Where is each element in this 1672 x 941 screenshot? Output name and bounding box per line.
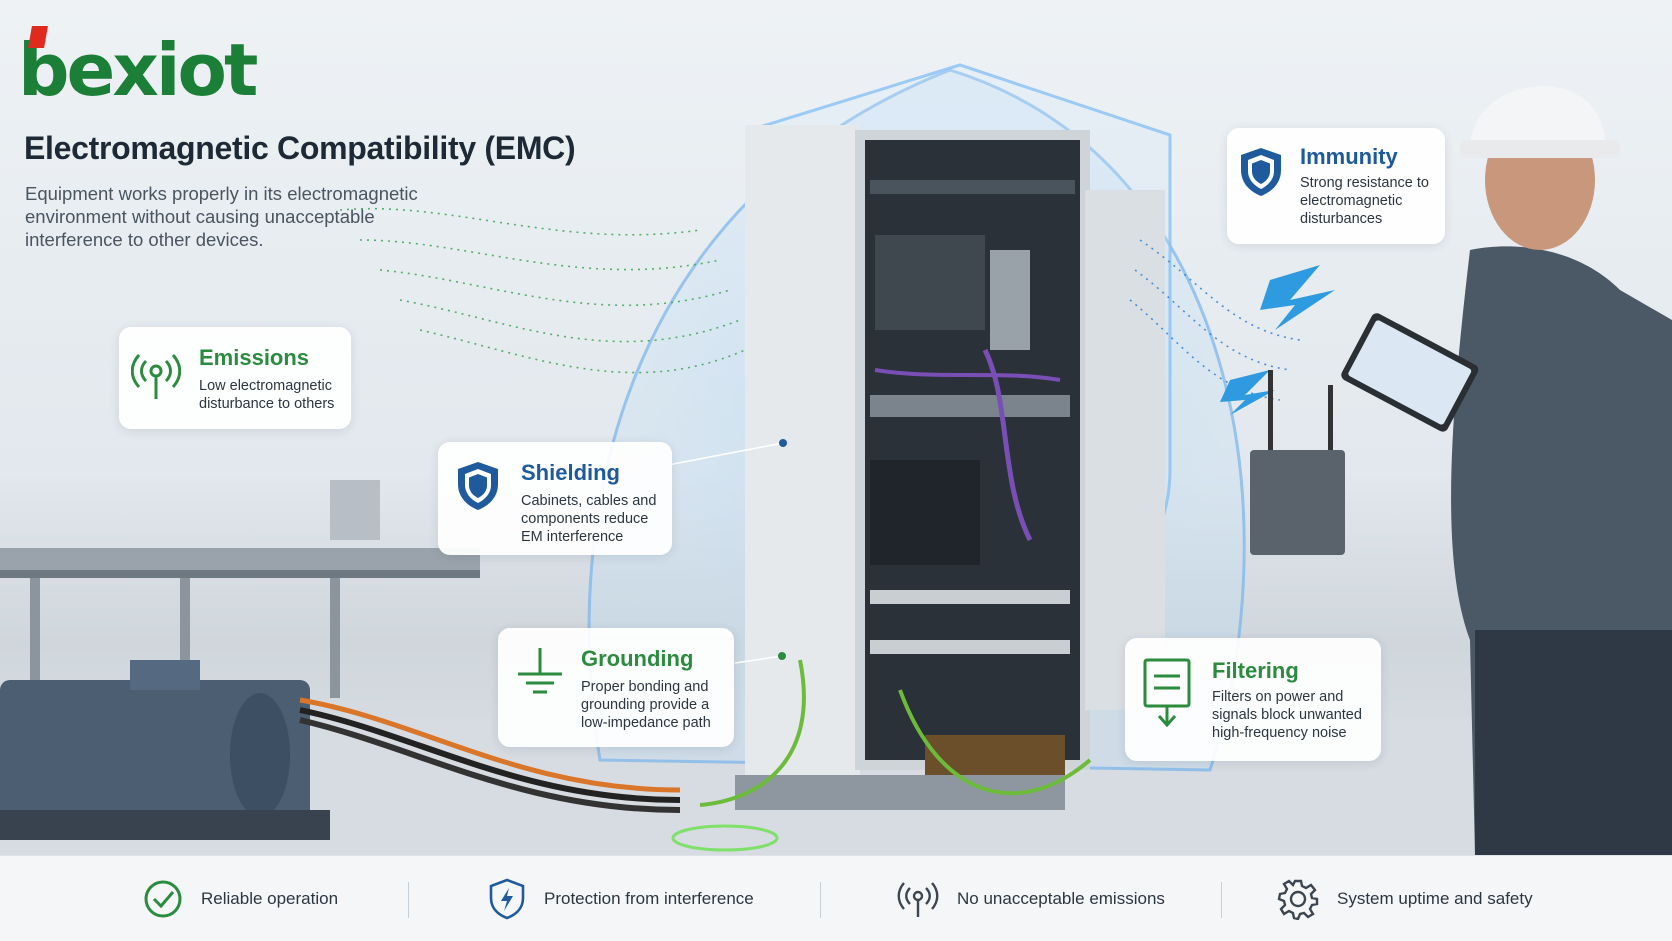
benefit-no-emissions: No unacceptable emissions xyxy=(897,856,1165,941)
grounding-title: Grounding xyxy=(581,646,694,671)
shielding-title: Shielding xyxy=(521,460,620,485)
check-circle-icon xyxy=(144,880,182,918)
filter-icon xyxy=(1143,658,1191,728)
shielding-desc-line: EM interference xyxy=(521,529,624,545)
filtering-desc-line: high-frequency noise xyxy=(1212,725,1347,741)
control-cabinet-illustration xyxy=(735,125,1165,810)
emissions-card: Emissions Low electromagnetic disturbanc… xyxy=(119,327,351,429)
shield-bolt-icon xyxy=(489,878,525,920)
antenna-signal-icon xyxy=(131,353,181,399)
immunity-desc-line: disturbances xyxy=(1300,211,1383,227)
conveyor-illustration xyxy=(0,480,480,698)
antenna-signal-icon xyxy=(897,882,939,917)
immunity-desc: Strong resistance to electromagnetic dis… xyxy=(1300,174,1429,228)
filtering-card: Filtering Filters on power and signals b… xyxy=(1125,638,1381,761)
benefit-label: Protection from interference xyxy=(544,889,754,908)
page-title: Electromagnetic Compatibility (EMC) xyxy=(24,130,576,166)
emissions-desc-line: disturbance to others xyxy=(199,396,335,412)
shielding-desc-line: components reduce xyxy=(521,511,649,527)
ground-symbol-icon xyxy=(518,648,562,694)
immunity-card: Immunity Strong resistance to electromag… xyxy=(1227,128,1445,244)
emissions-desc-line: Low electromagnetic xyxy=(199,378,332,394)
grounding-desc-line: low-impedance path xyxy=(581,715,711,731)
immunity-desc-line: electromagnetic xyxy=(1300,193,1403,209)
shielding-desc: Cabinets, cables and components reduce E… xyxy=(521,492,656,546)
benefit-reliable-operation: Reliable operation xyxy=(143,856,338,941)
shielding-desc-line: Cabinets, cables and xyxy=(521,493,657,509)
filtering-desc-line: signals block unwanted xyxy=(1212,707,1362,723)
filtering-desc-line: Filters on power and xyxy=(1212,689,1344,705)
grounding-desc: Proper bonding and grounding provide a l… xyxy=(581,678,711,732)
engineer-illustration xyxy=(1341,86,1672,855)
grounding-desc-line: Proper bonding and xyxy=(581,679,709,695)
immunity-desc-line: Strong resistance to xyxy=(1300,175,1429,191)
motor-illustration xyxy=(0,660,330,840)
divider xyxy=(1221,882,1222,918)
hero-scene: bexiot Electromagnetic Compatibility (EM… xyxy=(0,0,1672,855)
page-subtitle: Equipment works properly in its electrom… xyxy=(25,183,418,250)
divider xyxy=(408,882,409,918)
filtering-desc: Filters on power and signals block unwan… xyxy=(1212,688,1362,742)
emissions-desc: Low electromagnetic disturbance to other… xyxy=(199,377,334,413)
benefit-label: Reliable operation xyxy=(201,889,339,908)
shield-icon xyxy=(458,462,498,510)
shielding-card: Shielding Cabinets, cables and component… xyxy=(438,442,672,555)
benefit-uptime-safety: System uptime and safety xyxy=(1277,856,1533,941)
gear-icon xyxy=(1277,879,1319,920)
brand-logo: bexiot xyxy=(18,22,263,112)
benefits-bar: Reliable operation Protection from inter… xyxy=(0,855,1672,941)
logo-wordmark: bexiot xyxy=(18,28,258,112)
shield-icon xyxy=(1241,148,1281,196)
benefit-label: No unacceptable emissions xyxy=(957,889,1165,908)
grounding-desc-line: grounding provide a xyxy=(581,697,710,713)
emissions-title: Emissions xyxy=(199,345,310,370)
industrial-background xyxy=(0,63,1672,855)
benefit-label: System uptime and safety xyxy=(1337,889,1533,908)
divider xyxy=(820,882,821,918)
filtering-title: Filtering xyxy=(1212,658,1299,683)
benefit-protection: Protection from interference xyxy=(488,856,754,941)
immunity-title: Immunity xyxy=(1300,144,1398,169)
grounding-card: Grounding Proper bonding and grounding p… xyxy=(498,628,734,747)
